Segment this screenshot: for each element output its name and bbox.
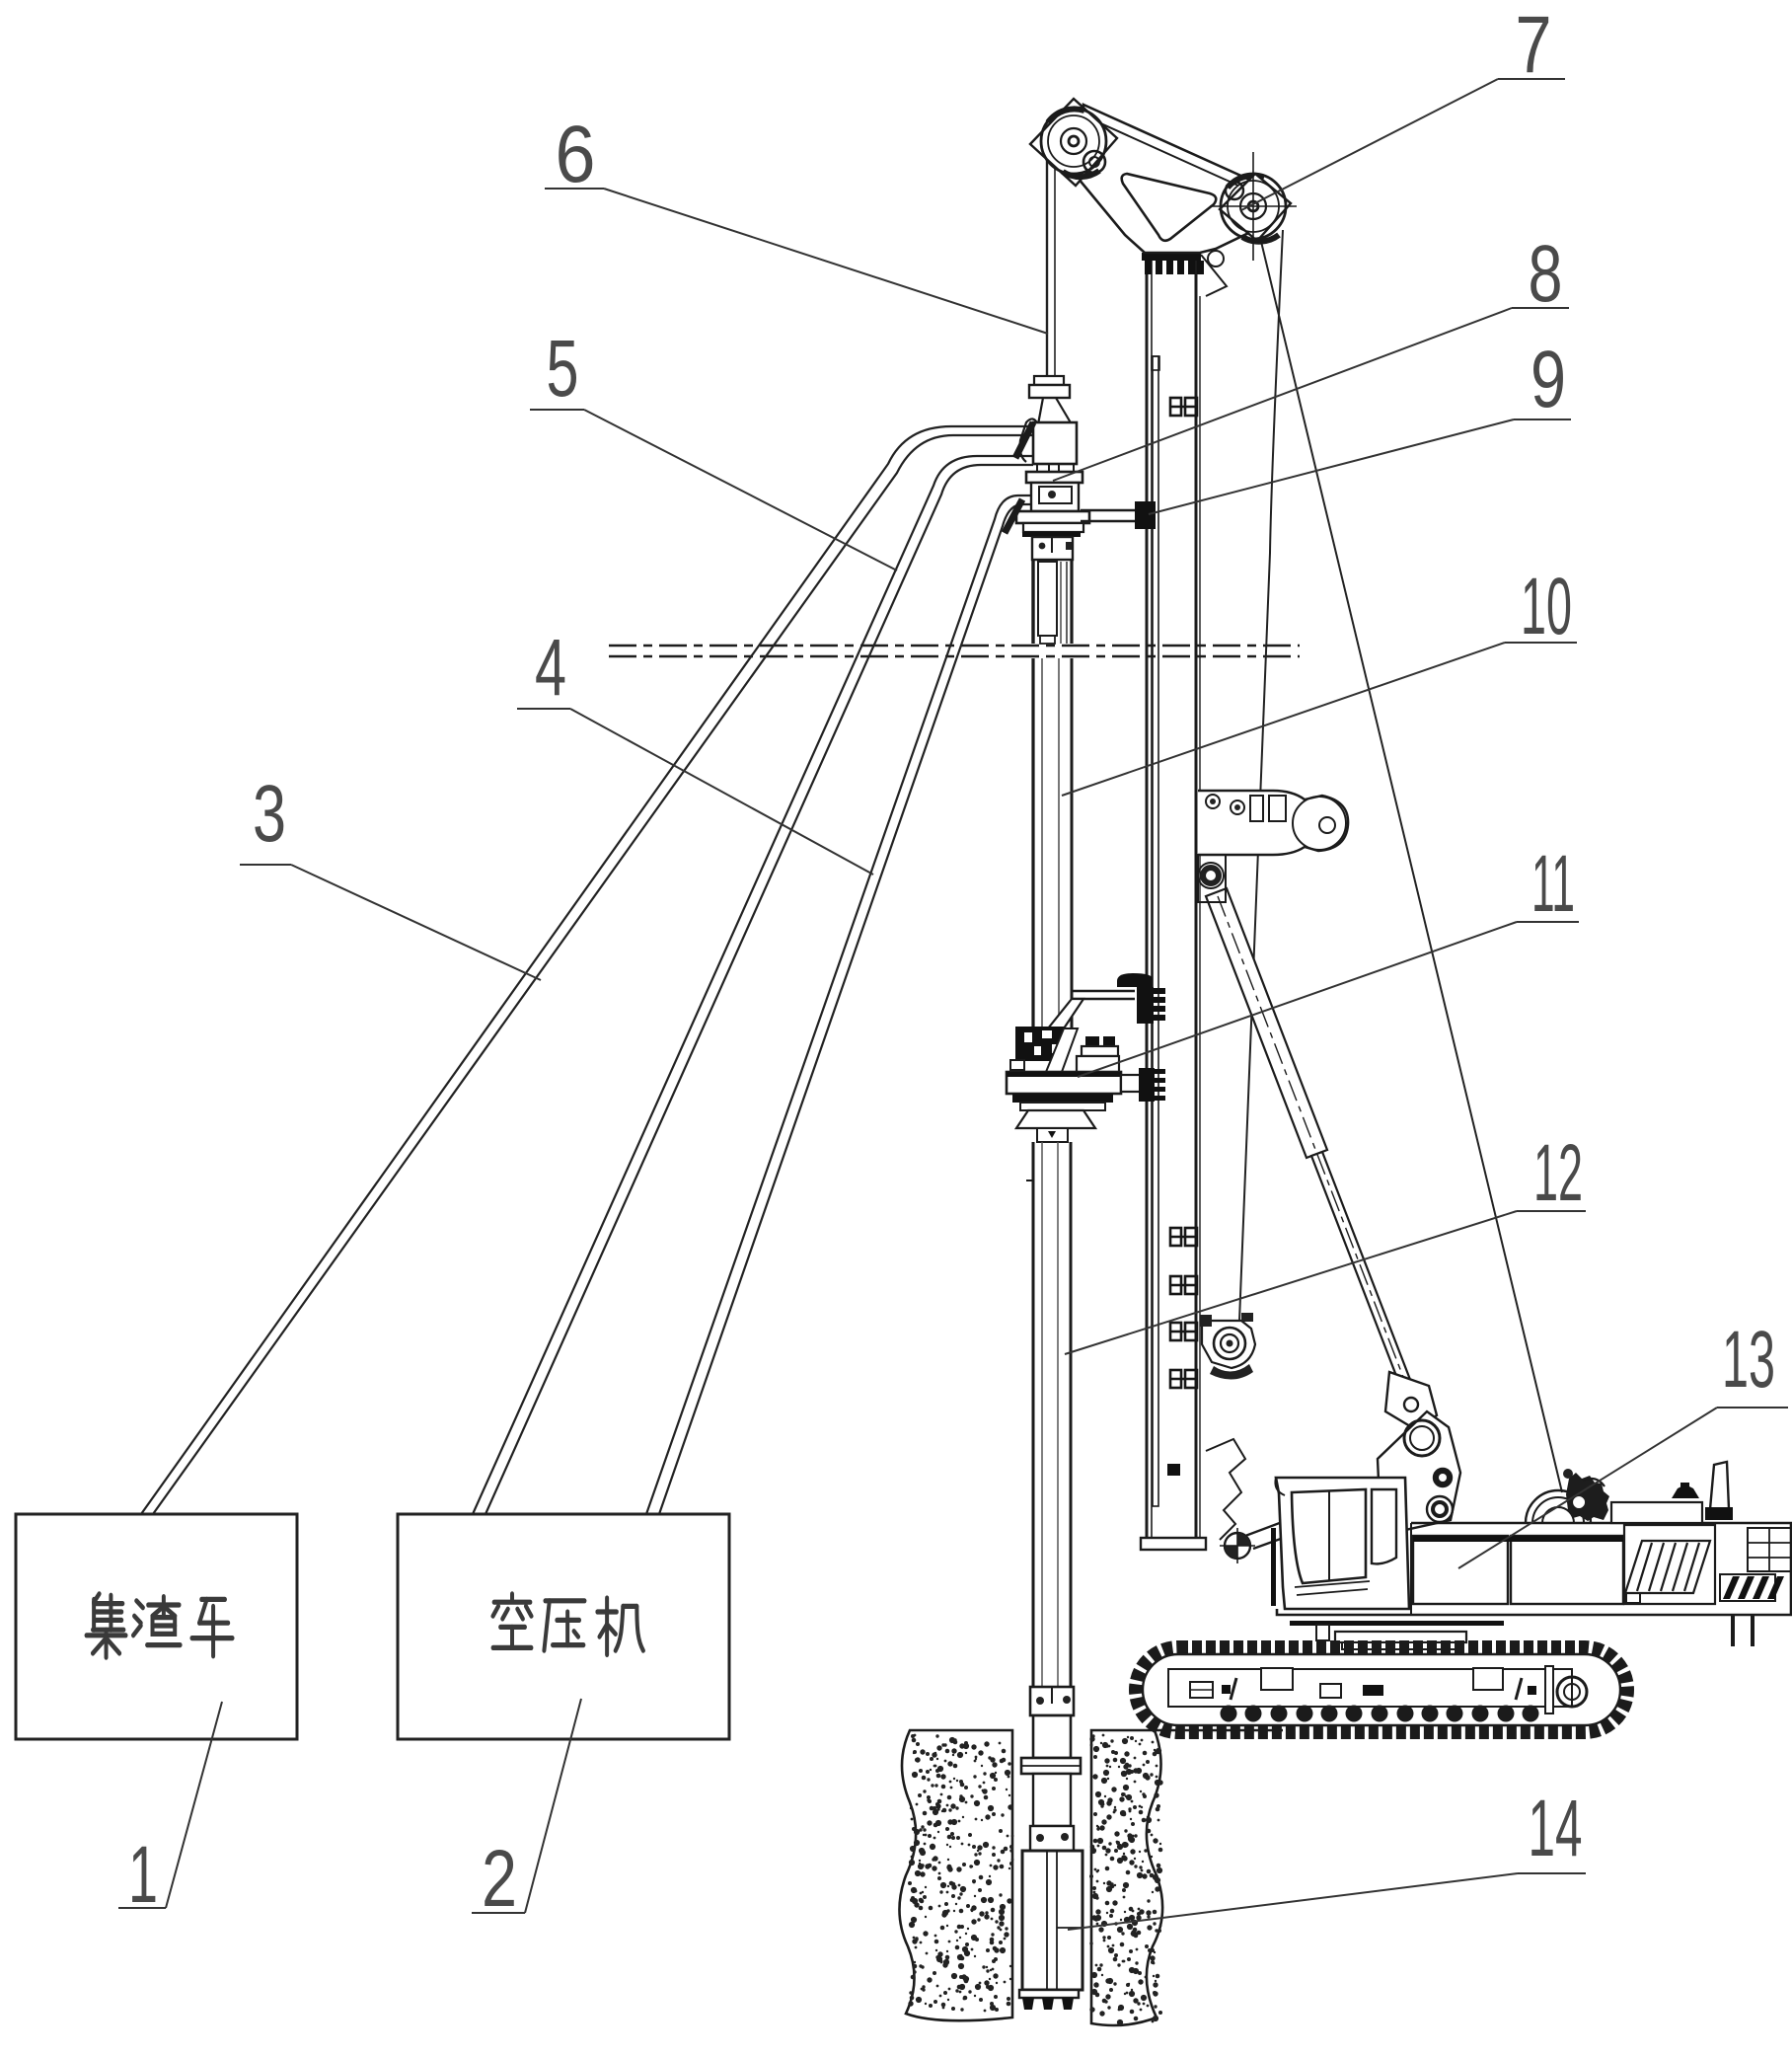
- svg-text:8: 8: [1529, 229, 1563, 319]
- svg-text:7: 7: [1516, 0, 1552, 90]
- svg-text:4: 4: [535, 623, 566, 713]
- svg-text:3: 3: [253, 769, 286, 859]
- svg-text:6: 6: [556, 110, 596, 199]
- svg-text:12: 12: [1533, 1128, 1583, 1218]
- svg-text:10: 10: [1521, 562, 1572, 651]
- svg-text:2: 2: [482, 1834, 517, 1924]
- svg-text:14: 14: [1529, 1784, 1583, 1873]
- svg-text:13: 13: [1722, 1315, 1775, 1405]
- svg-text:1: 1: [128, 1830, 158, 1920]
- svg-text:9: 9: [1531, 335, 1566, 424]
- svg-text:5: 5: [547, 324, 579, 414]
- svg-text:11: 11: [1531, 839, 1575, 929]
